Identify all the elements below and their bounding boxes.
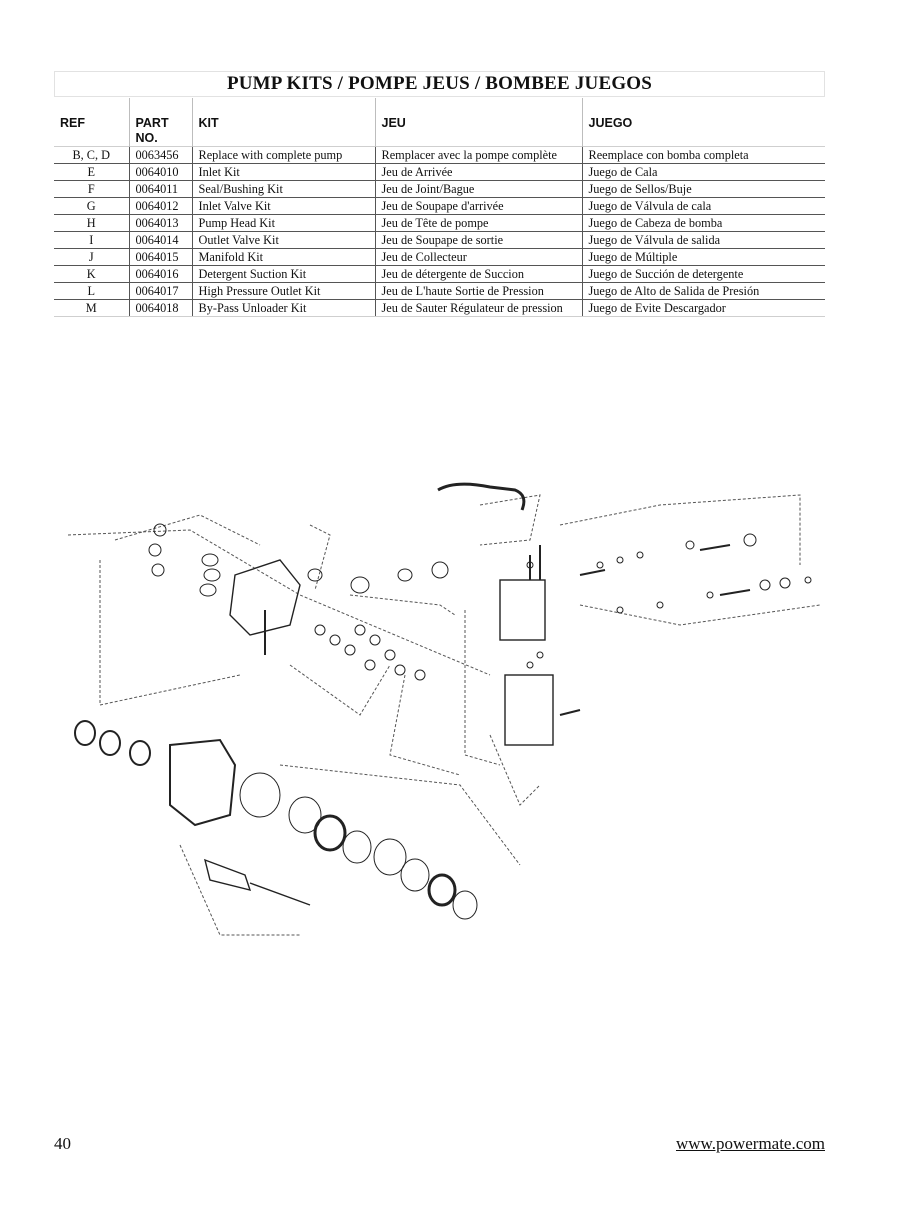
- table-title-box: PUMP KITS / POMPE JEUS / BOMBEE JUEGOS: [54, 71, 825, 97]
- table-row: B, C, D 0063456 Replace with complete pu…: [54, 146, 825, 164]
- table-row: M 0064018 By-Pass Unloader Kit Jeu de Sa…: [54, 299, 825, 317]
- cell-ref: G: [54, 197, 129, 215]
- cell-juego: Juego de Evite Descargador: [581, 299, 825, 317]
- cell-jeu: Jeu de Soupape de sortie: [374, 231, 582, 249]
- cell-juego: Juego de Sellos/Buje: [581, 180, 825, 198]
- cell-ref: J: [54, 248, 129, 266]
- cell-jeu: Jeu de Collecteur: [374, 248, 582, 266]
- cell-juego: Juego de Succión de detergente: [581, 265, 825, 283]
- table-row: E 0064010 Inlet Kit Jeu de Arrivée Juego…: [54, 163, 825, 181]
- cell-juego: Juego de Cabeza de bomba: [581, 214, 825, 232]
- pump-kits-table: REF PART NO. KIT JEU JUEGO B, C, D 00634…: [54, 98, 825, 317]
- cell-part: 0064012: [128, 197, 192, 215]
- cell-ref: E: [54, 163, 129, 181]
- col-header-ref: REF: [60, 116, 85, 130]
- table-row: L 0064017 High Pressure Outlet Kit Jeu d…: [54, 282, 825, 300]
- cell-jeu: Remplacer avec la pompe complète: [374, 146, 582, 164]
- cell-kit: High Pressure Outlet Kit: [191, 282, 375, 300]
- cell-kit: Replace with complete pump: [191, 146, 375, 164]
- cell-jeu: Jeu de Joint/Bague: [374, 180, 582, 198]
- cell-part: 0064015: [128, 248, 192, 266]
- cell-ref: B, C, D: [54, 146, 129, 164]
- pump-exploded-diagram: [67, 482, 821, 936]
- cell-juego: Reemplace con bomba completa: [581, 146, 825, 164]
- cell-kit: Outlet Valve Kit: [191, 231, 375, 249]
- cell-part: 0064016: [128, 265, 192, 283]
- cell-jeu: Jeu de L'haute Sortie de Pression: [374, 282, 582, 300]
- website-link[interactable]: www.powermate.com: [675, 1134, 825, 1153]
- cell-kit: Manifold Kit: [191, 248, 375, 266]
- cell-jeu: Jeu de Sauter Régulateur de pression: [374, 299, 582, 317]
- cell-part: 0064018: [128, 299, 192, 317]
- cell-kit: Pump Head Kit: [191, 214, 375, 232]
- col-header-kit: KIT: [191, 98, 375, 147]
- cell-kit: Inlet Valve Kit: [191, 197, 375, 215]
- table-row: F 0064011 Seal/Bushing Kit Jeu de Joint/…: [54, 180, 825, 198]
- cell-kit: Seal/Bushing Kit: [191, 180, 375, 198]
- cell-ref: F: [54, 180, 129, 198]
- cell-jeu: Jeu de détergente de Succion: [374, 265, 582, 283]
- cell-ref: I: [54, 231, 129, 249]
- cell-jeu: Jeu de Tête de pompe: [374, 214, 582, 232]
- cell-part: 0064014: [128, 231, 192, 249]
- col-header-jeu: JEU: [374, 98, 582, 147]
- cell-part: 0064010: [128, 163, 192, 181]
- table-row: G 0064012 Inlet Valve Kit Jeu de Soupape…: [54, 197, 825, 215]
- cell-juego: Juego de Alto de Salida de Presión: [581, 282, 825, 300]
- cell-kit: By-Pass Unloader Kit: [191, 299, 375, 317]
- cell-ref: K: [54, 265, 129, 283]
- table-row: K 0064016 Detergent Suction Kit Jeu de d…: [54, 265, 825, 283]
- cell-ref: H: [54, 214, 129, 232]
- cell-part: 0064011: [128, 180, 192, 198]
- cell-part: 0063456: [128, 146, 192, 164]
- cell-part: 0064017: [128, 282, 192, 300]
- page-title: PUMP KITS / POMPE JEUS / BOMBEE JUEGOS: [226, 73, 653, 94]
- col-header-part-no: PART NO.: [128, 98, 192, 147]
- cell-juego: Juego de Múltiple: [581, 248, 825, 266]
- table-row: J 0064015 Manifold Kit Jeu de Collecteur…: [54, 248, 825, 266]
- page-number: 40: [54, 1134, 71, 1153]
- table-row: H 0064013 Pump Head Kit Jeu de Tête de p…: [54, 214, 825, 232]
- cell-part: 0064013: [128, 214, 192, 232]
- cell-jeu: Jeu de Arrivée: [374, 163, 582, 181]
- table-row: I 0064014 Outlet Valve Kit Jeu de Soupap…: [54, 231, 825, 249]
- cell-kit: Detergent Suction Kit: [191, 265, 375, 283]
- cell-kit: Inlet Kit: [191, 163, 375, 181]
- col-header-juego: JUEGO: [581, 98, 825, 147]
- cell-ref: M: [54, 299, 129, 317]
- cell-ref: L: [54, 282, 129, 300]
- cell-jeu: Jeu de Soupape d'arrivée: [374, 197, 582, 215]
- cell-juego: Juego de Válvula de salida: [581, 231, 825, 249]
- cell-juego: Juego de Cala: [581, 163, 825, 181]
- cell-juego: Juego de Válvula de cala: [581, 197, 825, 215]
- table-header-row: REF PART NO. KIT JEU JUEGO: [54, 98, 825, 147]
